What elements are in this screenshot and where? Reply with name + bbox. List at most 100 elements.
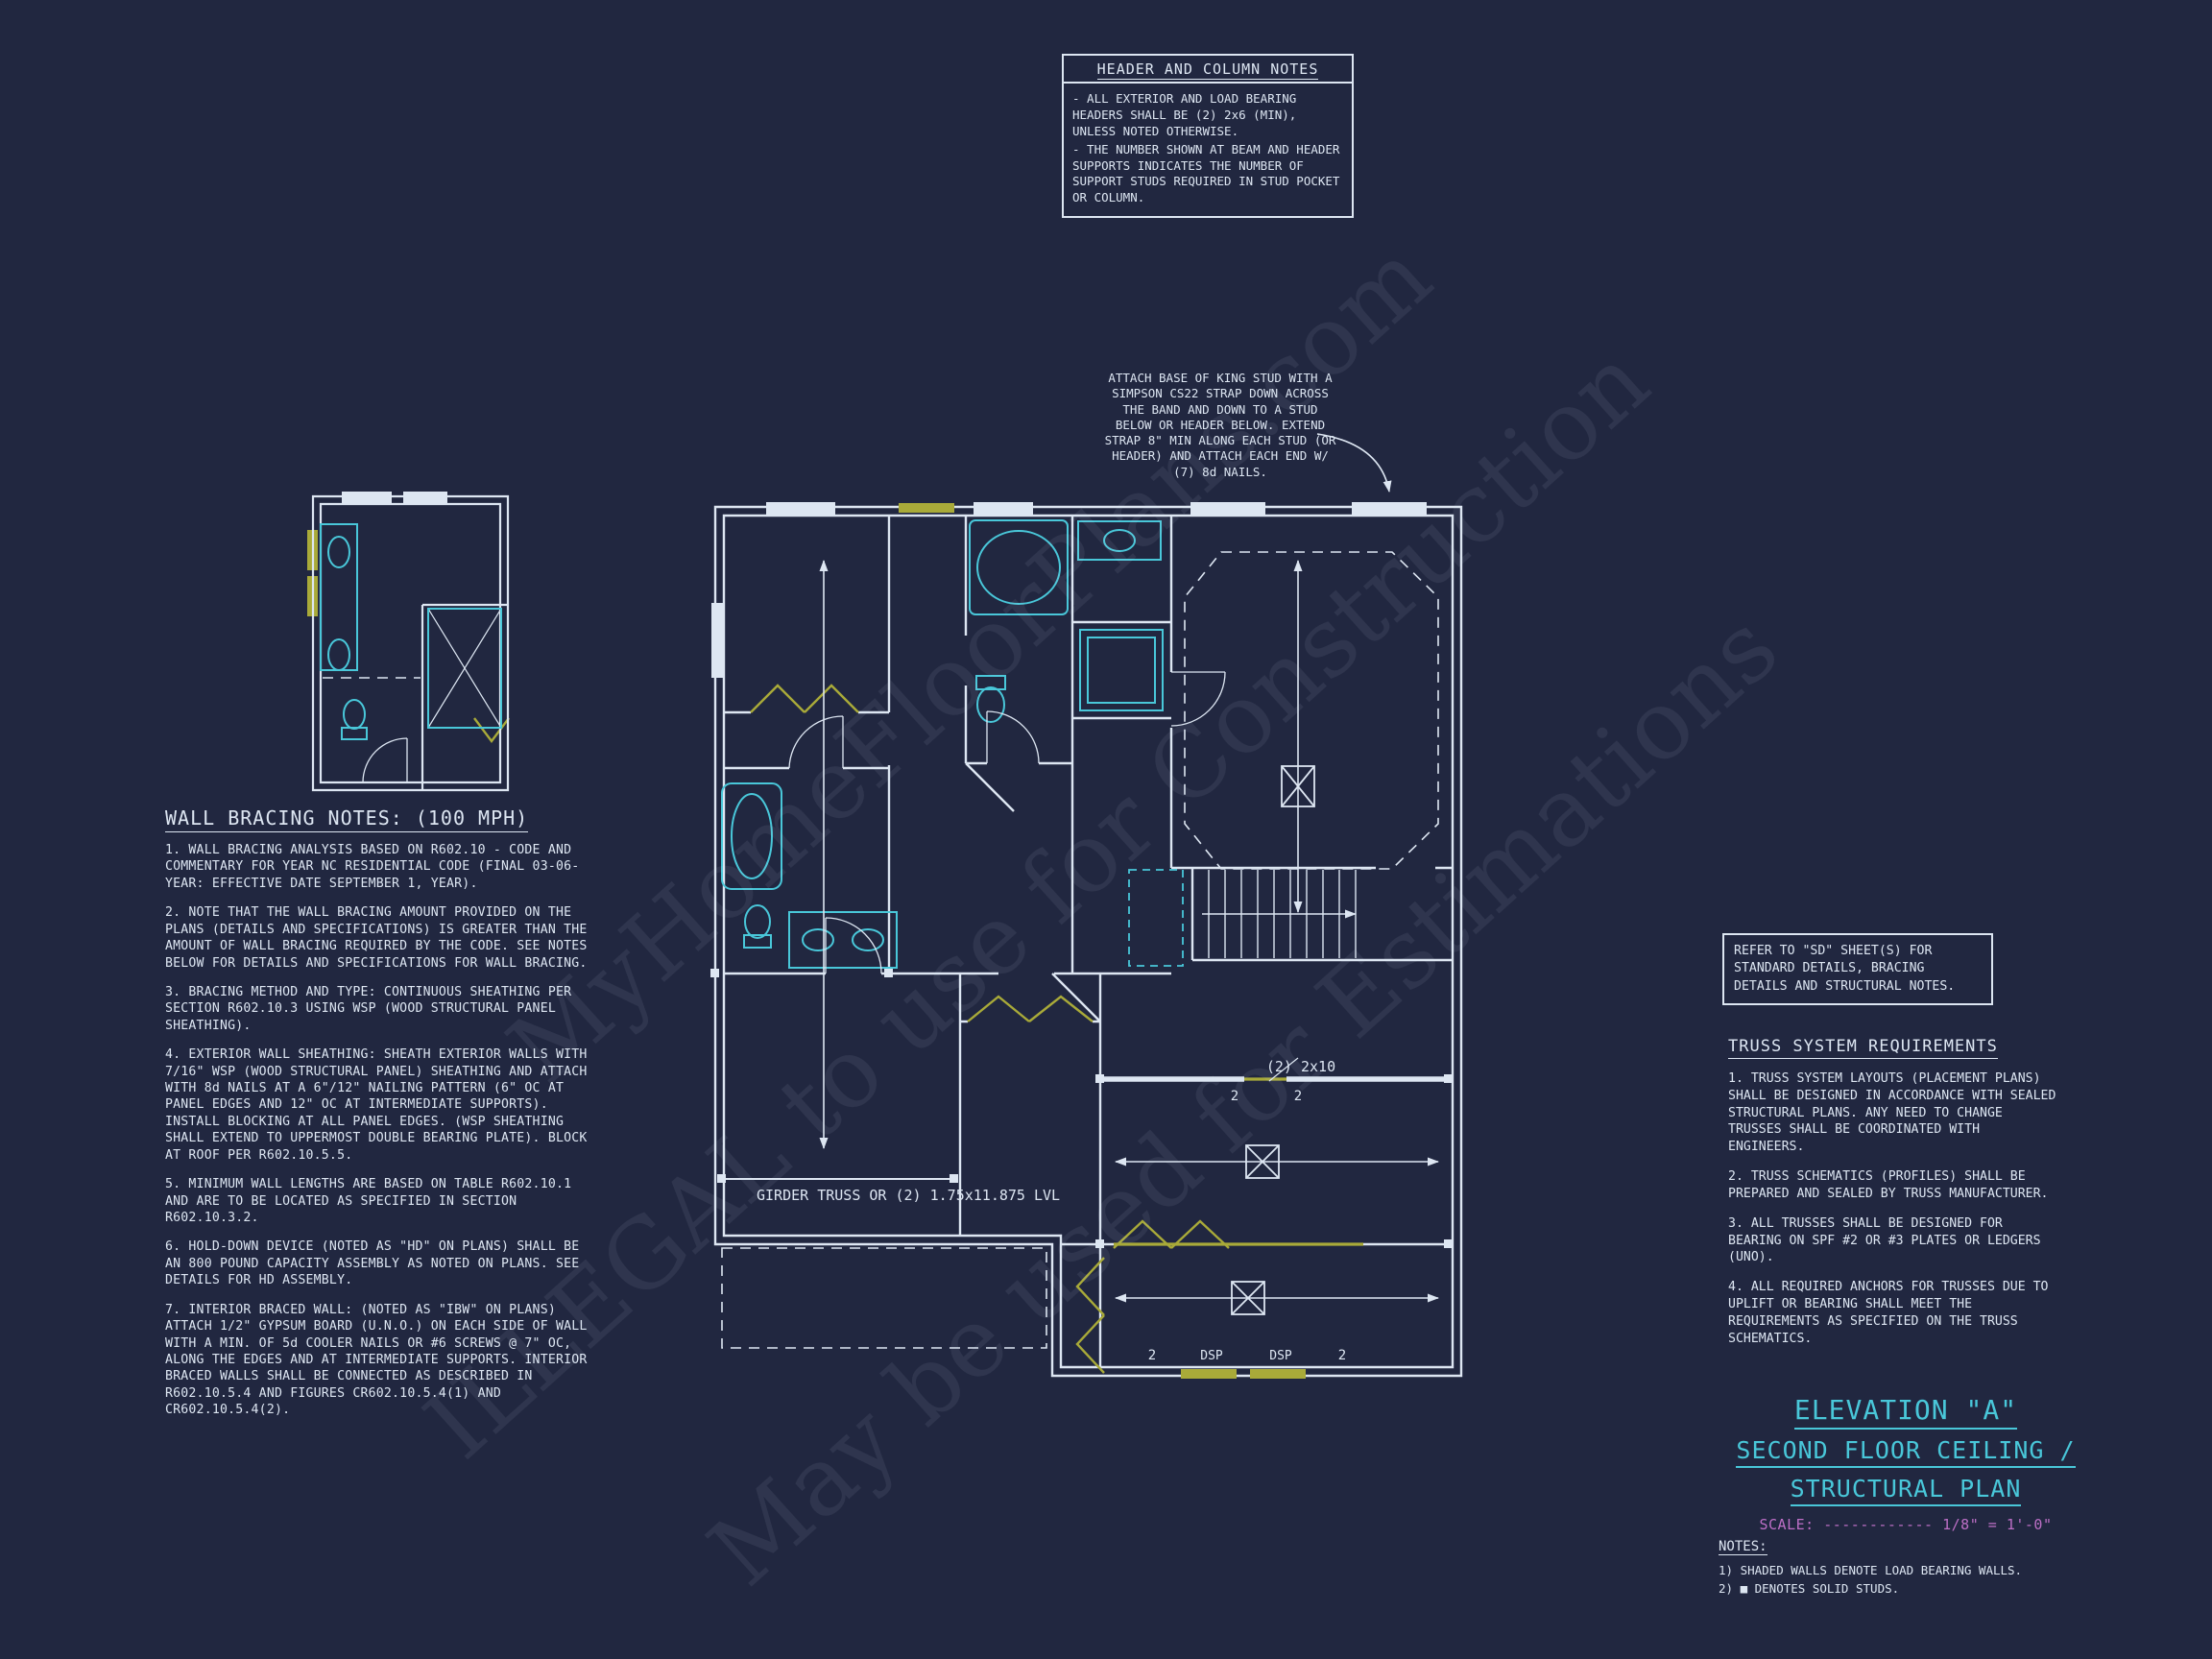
- window-icon: [1181, 1369, 1237, 1379]
- door-swing: [788, 715, 844, 769]
- refer-sd-note: REFER TO "SD" SHEET(S) FOR STANDARD DETA…: [1722, 933, 1993, 1006]
- header-column-notes: HEADER AND COLUMN NOTES - ALL EXTERIOR A…: [1062, 54, 1354, 219]
- cyan-dashed-layer: [1128, 869, 1184, 967]
- toilet-icon: [743, 934, 772, 949]
- sheet-note-item: 1) SHADED WALLS DENOTE LOAD BEARING WALL…: [1719, 1563, 2023, 1577]
- bifold-door-icon: [1113, 1219, 1172, 1249]
- header-note-item: - ALL EXTERIOR AND LOAD BEARING HEADERS …: [1072, 91, 1297, 138]
- window-icon: [403, 492, 447, 504]
- bifold-door-icon: [967, 995, 1030, 1022]
- shower-icon: [427, 608, 502, 729]
- sink-icon: [327, 536, 350, 568]
- shower-icon: [1079, 629, 1164, 711]
- fixtures-layer: [721, 519, 1164, 969]
- bath-detail-fragment: [311, 494, 510, 792]
- window-icon: [899, 503, 954, 513]
- tub-icon: [731, 793, 773, 879]
- dsp-label: DSP: [1269, 1349, 1292, 1363]
- door-swing: [986, 710, 1040, 764]
- wall-bracing-note: 4. EXTERIOR WALL SHEATHING: SHEATH EXTER…: [165, 1047, 588, 1163]
- toilet-icon: [341, 727, 368, 740]
- solid-stud-icon: [1095, 1239, 1104, 1248]
- wall-bracing-note: 2. NOTE THAT THE WALL BRACING AMOUNT PRO…: [165, 905, 588, 971]
- beam-pocket-icon: [1245, 1144, 1280, 1179]
- stud-count-label: 2: [1231, 1089, 1238, 1104]
- attic-access-outline: [1128, 869, 1184, 967]
- plan-labels-layer: GIRDER TRUSS OR (2) 1.75x11.875 LVL (2) …: [757, 1058, 1346, 1363]
- bifold-door-icon: [750, 684, 805, 713]
- king-stud-annotation: ATTACH BASE OF KING STUD WITH A SIMPSON …: [1104, 371, 1336, 479]
- sheet-notes: NOTES: 1) SHADED WALLS DENOTE LOAD BEARI…: [1719, 1536, 2122, 1599]
- tub-icon: [976, 530, 1061, 605]
- header-note-item: - THE NUMBER SHOWN AT BEAM AND HEADER SU…: [1072, 141, 1340, 205]
- bifold-door-icon: [1170, 1219, 1230, 1249]
- dashed-layer: [323, 551, 1439, 1349]
- toilet-icon: [975, 675, 1006, 690]
- vanity-icon: [1077, 520, 1162, 561]
- stud-count-label: 2: [1338, 1348, 1346, 1363]
- stairs-layer: [1208, 870, 1357, 958]
- solid-stud-icon: [710, 969, 719, 977]
- bifold-door-icon: [473, 717, 510, 743]
- toilet-icon: [343, 699, 366, 730]
- wall-bracing-title: WALL BRACING NOTES: (100 MPH): [165, 806, 529, 832]
- truss-requirement-note: 3. ALL TRUSSES SHALL BE DESIGNED FOR BEA…: [1728, 1215, 2041, 1265]
- solid-studs-layer: [710, 969, 1453, 1248]
- windows-layer: [711, 502, 1427, 678]
- doors-layer: [788, 671, 1226, 974]
- beam-label: (2) 2x10: [1266, 1058, 1335, 1075]
- sheet-note-item: 2) ■ DENOTES SOLID STUDS.: [1719, 1580, 1900, 1596]
- sink-icon: [852, 928, 884, 951]
- window-icon: [1190, 502, 1265, 516]
- bifold-door-icon: [1075, 1314, 1105, 1374]
- bifold-door-icon: [1028, 995, 1094, 1022]
- bifold-door-icon: [1075, 1257, 1105, 1316]
- door-swing: [1170, 671, 1226, 727]
- wall-bracing-note: 1. WALL BRACING ANALYSIS BASED ON R602.1…: [165, 843, 580, 891]
- interior-walls: [724, 516, 1453, 1367]
- tub-icon: [969, 519, 1069, 615]
- stud-boxes-layer: [1231, 765, 1315, 1315]
- vanity-icon: [788, 911, 898, 969]
- window-icon: [766, 502, 835, 516]
- door-swing: [362, 737, 408, 783]
- beam-pocket-icon: [1231, 1281, 1265, 1315]
- tray-ceiling-outline: [1184, 551, 1439, 870]
- bath-detail-fixtures: [320, 523, 502, 740]
- stud-count-label: 2: [1148, 1348, 1156, 1363]
- sink-icon: [1103, 529, 1136, 552]
- wall-bracing-note: 5. MINIMUM WALL LENGTHS ARE BASED ON TAB…: [165, 1177, 572, 1226]
- wall-bracing-note: 7. INTERIOR BRACED WALL: (NOTED AS "IBW"…: [165, 1302, 588, 1418]
- truss-system-requirements: TRUSS SYSTEM REQUIREMENTS 1. TRUSS SYSTE…: [1728, 1037, 2058, 1359]
- header-beam: [1114, 1077, 1363, 1246]
- door-swing: [825, 917, 882, 974]
- shower-glass: [427, 608, 502, 729]
- toilet-icon: [744, 904, 771, 939]
- window-icon: [1352, 502, 1427, 516]
- wall-bracing-note: 6. HOLD-DOWN DEVICE (NOTED AS "HD" ON PL…: [165, 1239, 580, 1288]
- header-column-notes-title: HEADER AND COLUMN NOTES: [1096, 60, 1319, 80]
- tub-icon: [721, 782, 782, 890]
- window-icon: [711, 603, 725, 678]
- stud-count-label: 2: [1294, 1089, 1302, 1104]
- window-icon: [974, 502, 1033, 516]
- exterior-wall-outer: [713, 505, 1463, 1378]
- roof-below-outline: [721, 1247, 1047, 1349]
- truss-requirements-title: TRUSS SYSTEM REQUIREMENTS: [1728, 1037, 1998, 1059]
- shower-icon: [1087, 637, 1156, 704]
- truss-requirement-note: 4. ALL REQUIRED ANCHORS FOR TRUSSES DUE …: [1728, 1280, 2049, 1346]
- solid-stud-icon: [717, 1174, 726, 1183]
- sheet-title-line3: STRUCTURAL PLAN: [1692, 1475, 2120, 1506]
- header-column-notes-title-box: HEADER AND COLUMN NOTES: [1062, 54, 1354, 84]
- window-icon: [1250, 1369, 1306, 1379]
- king-stud-leader-arrow: [1316, 433, 1392, 493]
- girder-truss-label: GIRDER TRUSS OR (2) 1.75x11.875 LVL: [757, 1187, 1060, 1204]
- window-icon: [342, 492, 392, 504]
- solid-stud-icon: [1095, 1074, 1104, 1083]
- beam-label-leader: [1268, 1057, 1299, 1082]
- wall-bracing-notes: WALL BRACING NOTES: (100 MPH) 1. WALL BR…: [165, 806, 599, 1431]
- bath-detail-windows: [342, 492, 447, 504]
- solid-stud-icon: [1444, 1239, 1453, 1248]
